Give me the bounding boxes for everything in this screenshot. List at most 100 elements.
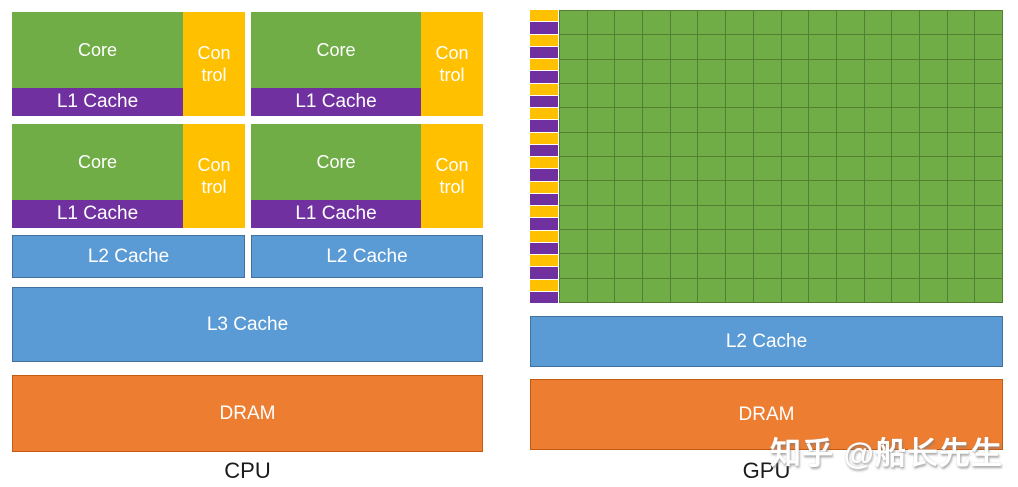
gpu-control-stripe [530, 279, 558, 291]
gpu-core-cell [726, 205, 753, 229]
cpu-l1-cache-block: L1 Cache [12, 200, 183, 228]
gpu-core-cell [698, 108, 726, 132]
gpu-core-cell [726, 84, 753, 108]
gpu-section-label: GPU [742, 458, 791, 483]
gpu-core-cell [587, 132, 615, 156]
gpu-core-cell [947, 132, 975, 156]
cpu-l2-cache-label: L2 Cache [326, 245, 408, 267]
gpu-core-cell [809, 132, 836, 156]
gpu-core-cell [892, 11, 919, 35]
gpu-l1-cache-stripe [530, 169, 558, 181]
cpu-core-unit-1: Core L1 Cache Con trol [12, 12, 245, 116]
gpu-core-cell [809, 157, 836, 181]
gpu-core-cell [781, 254, 809, 278]
gpu-core-cell [781, 157, 809, 181]
gpu-core-cell [643, 11, 670, 35]
gpu-core-cell [781, 230, 809, 254]
gpu-core-cell [975, 84, 1002, 108]
gpu-core-cell [698, 205, 726, 229]
cpu-l1-cache-label: L1 Cache [56, 91, 139, 112]
gpu-core-cell [587, 181, 615, 205]
cpu-dram-block: DRAM [12, 375, 483, 452]
cpu-control-block: Con trol [421, 124, 483, 228]
gpu-core-cell [919, 230, 947, 254]
gpu-core-cell [670, 59, 698, 83]
gpu-core-cell [753, 11, 781, 35]
gpu-core-grid [559, 10, 1003, 303]
cpu-l1-cache-block: L1 Cache [251, 200, 421, 228]
cpu-l1-cache-block: L1 Cache [12, 88, 183, 116]
gpu-core-cell [781, 181, 809, 205]
gpu-core-cell [615, 11, 643, 35]
gpu-l1-cache-stripe [530, 95, 558, 107]
gpu-core-cell [670, 35, 698, 59]
cpu-core-label: Core [77, 151, 117, 172]
gpu-core-cell [587, 157, 615, 181]
gpu-core-cell [560, 181, 587, 205]
gpu-control-stripe [530, 157, 558, 169]
gpu-core-cell [753, 84, 781, 108]
gpu-core-cell [864, 35, 892, 59]
gpu-core-cell [864, 205, 892, 229]
gpu-core-cell [975, 254, 1002, 278]
gpu-core-cell [587, 11, 615, 35]
gpu-core-cell [643, 59, 670, 83]
gpu-core-cell [836, 11, 864, 35]
gpu-core-cell [726, 278, 753, 302]
cpu-l1-cache-label: L1 Cache [295, 203, 377, 224]
gpu-core-cell [698, 181, 726, 205]
gpu-core-cell [809, 230, 836, 254]
gpu-core-cell [560, 132, 587, 156]
gpu-core-cell [753, 181, 781, 205]
gpu-core-cell [919, 181, 947, 205]
gpu-core-cell [698, 132, 726, 156]
gpu-core-cell [560, 35, 587, 59]
gpu-core-cell [643, 132, 670, 156]
gpu-core-cell [753, 35, 781, 59]
cpu-control-label-line1: Con [435, 42, 469, 63]
gpu-core-cell [919, 132, 947, 156]
gpu-core-cell [975, 181, 1002, 205]
gpu-core-cell [753, 59, 781, 83]
gpu-core-cell [836, 230, 864, 254]
cpu-core-label: Core [316, 151, 356, 172]
gpu-core-cell [698, 278, 726, 302]
cpu-core-block: Core [12, 12, 183, 88]
gpu-core-cell [643, 157, 670, 181]
gpu-l1-cache-stripe [530, 291, 558, 303]
cpu-l2-cache-block-right: L2 Cache [251, 235, 483, 278]
gpu-core-cell [892, 157, 919, 181]
gpu-core-cell [726, 230, 753, 254]
cpu-l2-cache-label: L2 Cache [87, 245, 170, 267]
gpu-core-cell [892, 59, 919, 83]
cpu-control-label-line2: trol [201, 177, 227, 197]
gpu-core-cell [753, 278, 781, 302]
gpu-core-cell [560, 108, 587, 132]
gpu-core-cell [864, 84, 892, 108]
gpu-core-cell [975, 230, 1002, 254]
gpu-core-cell [864, 132, 892, 156]
gpu-core-cell [698, 254, 726, 278]
gpu-core-cell [975, 205, 1002, 229]
gpu-core-cell [781, 35, 809, 59]
cpu-core-unit-4: Core L1 Cache Con trol [251, 124, 483, 228]
gpu-core-cell [809, 35, 836, 59]
gpu-core-cell [836, 278, 864, 302]
gpu-core-cell [809, 254, 836, 278]
gpu-dram-block: DRAM [530, 379, 1003, 450]
gpu-core-cell [698, 84, 726, 108]
gpu-core-cell [615, 205, 643, 229]
gpu-control-stripe [530, 59, 558, 71]
gpu-core-cell [809, 278, 836, 302]
cpu-control-label-line2: trol [439, 177, 465, 197]
gpu-core-cell [836, 254, 864, 278]
gpu-core-cell [947, 254, 975, 278]
gpu-core-cell [643, 230, 670, 254]
cpu-l2-cache-block-left: L2 Cache [12, 235, 245, 278]
gpu-core-cell [864, 278, 892, 302]
gpu-core-cell [836, 59, 864, 83]
gpu-core-cell [836, 181, 864, 205]
gpu-core-cell [919, 278, 947, 302]
cpu-core-unit-3: Core L1 Cache Con trol [12, 124, 245, 228]
cpu-control-label-line2: trol [439, 65, 465, 85]
